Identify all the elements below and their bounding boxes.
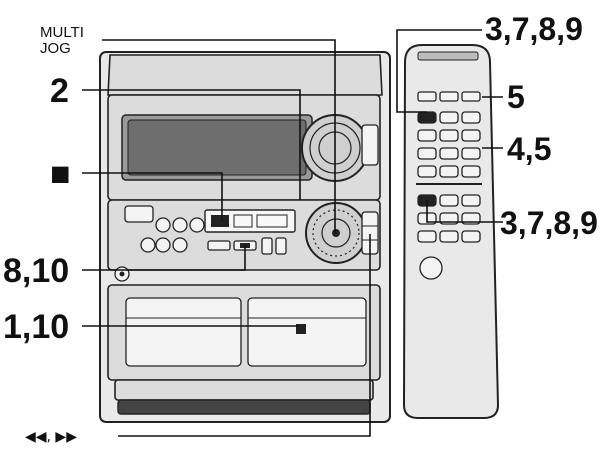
panel-button[interactable] (189, 217, 205, 233)
cassette-deck-b[interactable] (247, 297, 367, 367)
panel-button[interactable] (207, 240, 231, 251)
panel-button[interactable] (155, 237, 171, 253)
panel-button[interactable] (275, 237, 287, 255)
top-lid (107, 54, 383, 96)
label-rewind-ff: ◀◀, ▶▶ (25, 429, 77, 445)
base (114, 379, 374, 401)
panel-button[interactable] (261, 237, 273, 255)
leader-lines (82, 29, 503, 437)
panel-button[interactable] (155, 217, 171, 233)
label-five: 5 (507, 79, 525, 115)
remote-keypad[interactable] (417, 111, 481, 178)
cassette-deck-a[interactable] (125, 297, 242, 367)
label-one-ten: 1,10 (3, 308, 69, 346)
label-two: 2 (50, 72, 69, 110)
label-multi-jog-line2: JOG (40, 40, 71, 57)
panel-button[interactable] (172, 217, 188, 233)
power-button[interactable] (124, 205, 154, 223)
label-stop: ■ (50, 155, 71, 193)
label-three-seven-eight-nine-top: 3,7,8,9 (485, 11, 583, 47)
remote-control (402, 44, 500, 419)
panel-button[interactable] (172, 237, 188, 253)
stereo-unit (99, 51, 391, 423)
label-three-seven-eight-nine-bottom: 3,7,8,9 (500, 205, 598, 241)
label-four-five: 4,5 (507, 131, 551, 167)
panel-button[interactable] (140, 237, 156, 253)
remote-volume-button[interactable] (419, 256, 443, 280)
label-eight-ten: 8,10 (3, 252, 69, 290)
label-multi-jog-line1: MULTI (40, 24, 84, 41)
